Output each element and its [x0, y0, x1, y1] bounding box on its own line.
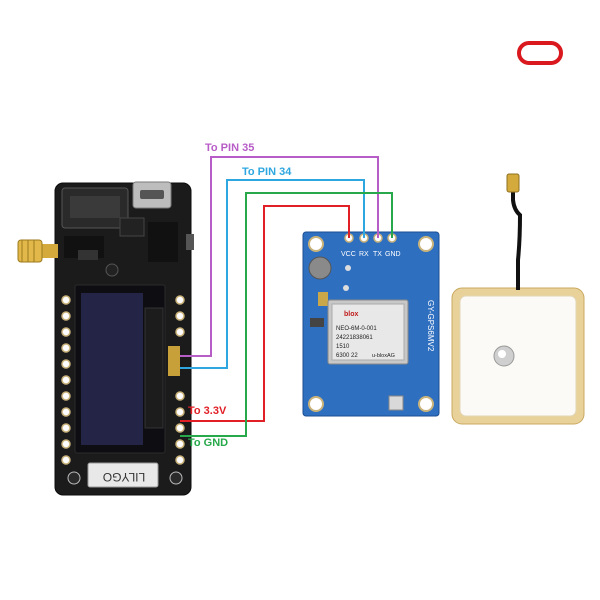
brand-logo-icon	[517, 41, 563, 65]
label-3v3: To 3.3V	[188, 405, 227, 417]
gps-chip-line4: 6300 22	[336, 353, 358, 359]
pin-header-right	[175, 295, 185, 465]
ufl-plug	[506, 173, 520, 193]
label-pin34: To PIN 34	[242, 166, 292, 178]
lilygo-board	[54, 181, 194, 496]
wire-gnd	[180, 192, 393, 437]
oled-screen	[81, 293, 143, 445]
gps-pin-label-tx: TX	[373, 251, 382, 258]
gps-pin-label-vcc: VCC	[341, 251, 356, 258]
label-gnd: To GND	[188, 437, 229, 449]
gps-model-text: GY-GPS6MV2	[426, 300, 435, 352]
sma-antenna-connector	[17, 239, 58, 263]
patch-antenna	[451, 287, 585, 425]
gps-pin-label-gnd: GND	[385, 251, 401, 258]
gps-chip-line2: 24221838061	[336, 335, 373, 341]
gps-chip-line1: NEO-6M-0-001	[336, 326, 377, 332]
ufl-connector	[388, 395, 404, 411]
pin-header-left	[61, 295, 71, 465]
gps-chip-brand: u-bloxAG	[372, 353, 395, 359]
backup-battery	[308, 256, 332, 280]
antenna-cable	[511, 190, 523, 290]
board-brand-text: LILYGO	[103, 470, 145, 484]
label-pin35: To PIN 35	[205, 142, 255, 154]
wire-pin34	[180, 179, 365, 369]
wire-3v3	[180, 205, 350, 422]
gps-chip-line3: 1510	[336, 344, 350, 350]
gps-brand-text: blox	[344, 311, 358, 318]
gps-module	[302, 231, 440, 417]
gps-pin-label-rx: RX	[359, 251, 369, 258]
wires	[180, 156, 393, 437]
wire-pin35	[180, 156, 379, 357]
